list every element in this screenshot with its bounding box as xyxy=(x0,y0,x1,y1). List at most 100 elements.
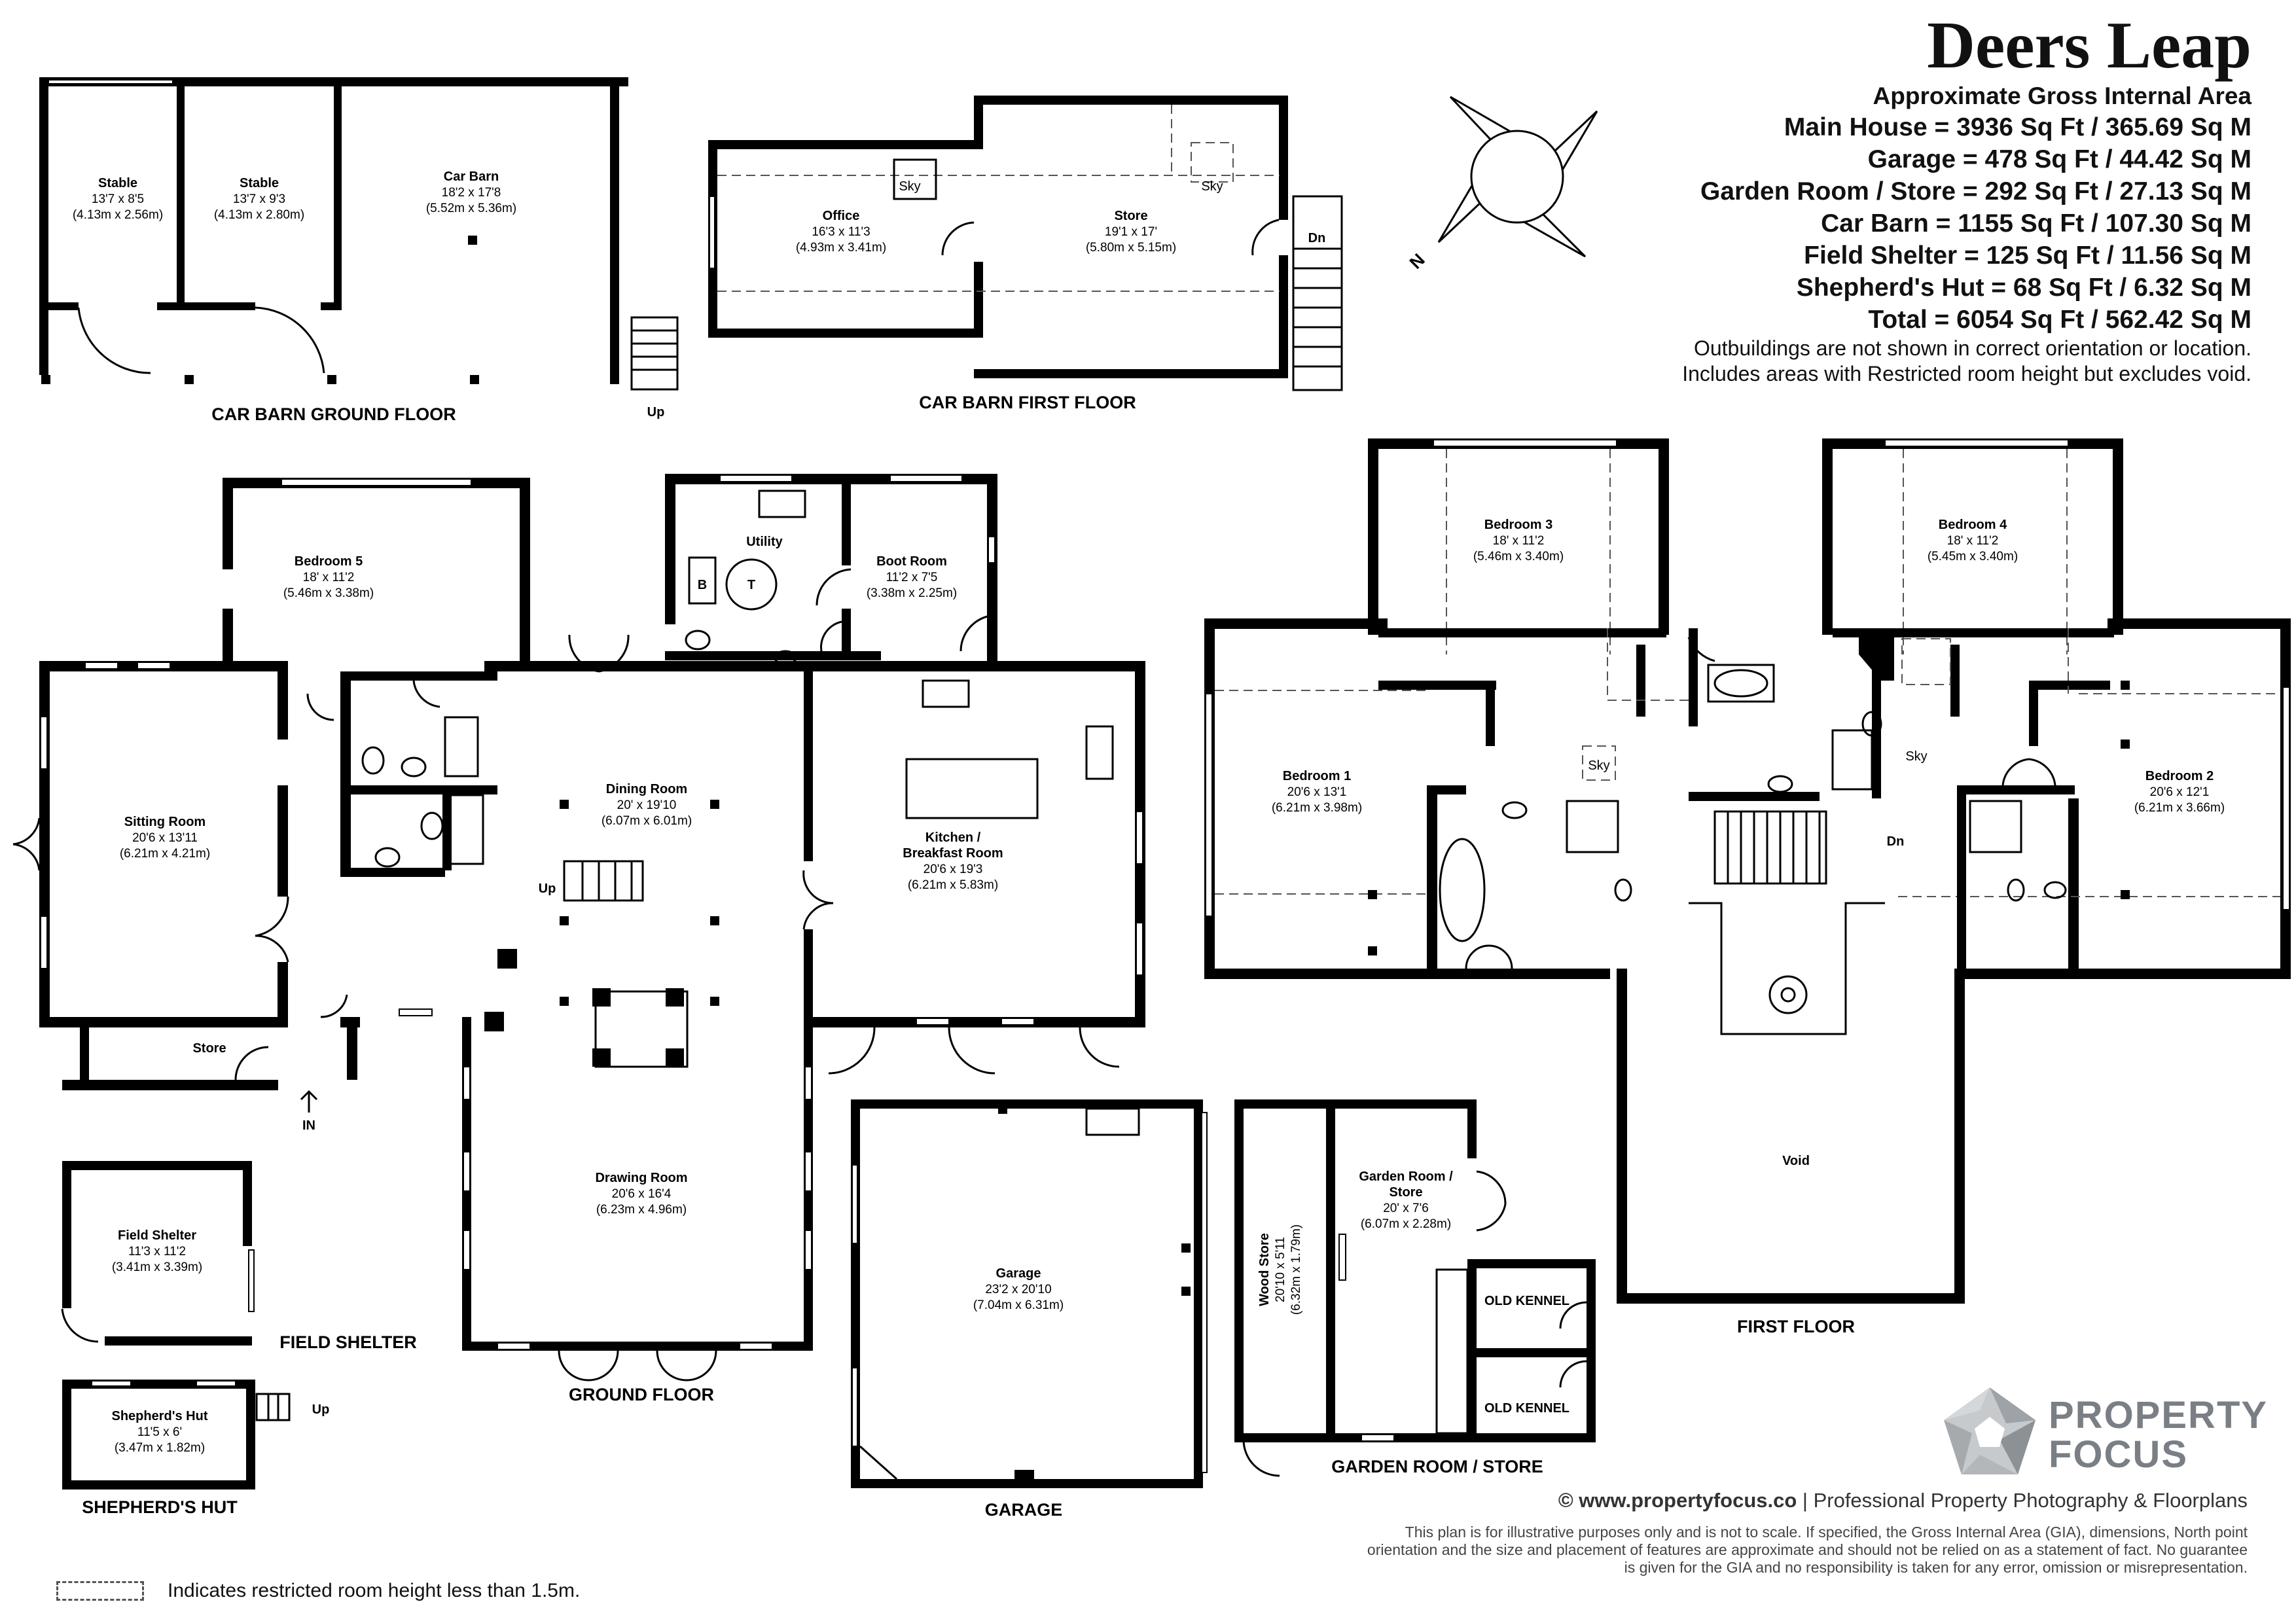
field-shelter-plan xyxy=(61,1161,255,1346)
room-office-metric: (4.93m x 3.41m) xyxy=(796,241,886,255)
room-wood-store-metric: (6.32m x 1.79m) xyxy=(1289,1224,1303,1315)
room-old-kennel-2-name: OLD KENNEL xyxy=(1484,1401,1570,1416)
room-stable-1-imperial: 13'7 x 8'5 xyxy=(92,192,144,206)
room-shepherds-hut-metric: (3.47m x 1.82m) xyxy=(115,1441,205,1455)
room-car-barn-name: Car Barn xyxy=(444,169,499,184)
stair-down-label-first: Dn xyxy=(1887,834,1905,849)
room-bedroom-5-name: Bedroom 5 xyxy=(295,554,363,569)
entrance-in-label: IN xyxy=(302,1118,315,1133)
section-ground-floor: GROUND FLOOR xyxy=(569,1385,714,1404)
brand-logo: PROPERTY FOCUS xyxy=(1941,1384,2267,1479)
room-stable-1-metric: (4.13m x 2.56m) xyxy=(73,208,163,222)
room-barn-store-imperial: 19'1 x 17' xyxy=(1105,225,1157,239)
room-garden-room-imperial: 20' x 7'6 xyxy=(1383,1202,1429,1215)
room-bedroom-1-name: Bedroom 1 xyxy=(1283,769,1351,783)
disclaimer-text: This plan is for illustrative purposes o… xyxy=(1367,1524,2248,1576)
room-bedroom-3-metric: (5.46m x 3.40m) xyxy=(1473,550,1564,563)
room-wood-store-imperial: 20'10 x 5'11 xyxy=(1274,1237,1287,1302)
room-kitchen-metric: (6.21m x 5.83m) xyxy=(908,878,998,892)
section-shepherds-hut: SHEPHERD'S HUT xyxy=(82,1497,238,1517)
room-bedroom-3-name: Bedroom 3 xyxy=(1484,518,1552,532)
shepherds-hut-plan xyxy=(62,1380,291,1489)
room-field-shelter-name: Field Shelter xyxy=(118,1228,196,1243)
room-kitchen-name-line2: Breakfast Room xyxy=(903,846,1003,861)
car-barn-ground-floor xyxy=(39,77,679,391)
room-bedroom-2-metric: (6.21m x 3.66m) xyxy=(2134,801,2225,815)
area-garden-room: Garden Room / Store = 292 Sq Ft / 27.13 … xyxy=(1700,177,2251,205)
room-bedroom-4-name: Bedroom 4 xyxy=(1939,518,2007,532)
room-drawing-room-name: Drawing Room xyxy=(595,1171,687,1185)
room-boot-room-imperial: 11'2 x 7'5 xyxy=(886,571,938,584)
room-barn-store-metric: (5.80m x 5.15m) xyxy=(1086,241,1176,255)
room-garage-imperial: 23'2 x 20'10 xyxy=(985,1283,1051,1296)
room-stable-2-imperial: 13'7 x 9'3 xyxy=(233,192,285,206)
section-car-barn-first: CAR BARN FIRST FLOOR xyxy=(919,393,1136,412)
compass-north-label: N xyxy=(1406,250,1429,273)
skylight-label-bathroom: Sky xyxy=(1588,758,1609,773)
area-main-house: Main House = 3936 Sq Ft / 365.69 Sq M xyxy=(1784,113,2251,141)
room-bedroom-3-imperial: 18' x 11'2 xyxy=(1493,534,1545,548)
ground-floor-plan xyxy=(12,474,1145,1382)
credit-website-link[interactable]: © www.propertyfocus.co xyxy=(1558,1489,1797,1512)
room-boot-room-name: Boot Room xyxy=(876,554,947,569)
area-garage: Garage = 478 Sq Ft / 44.42 Sq M xyxy=(1867,145,2251,173)
room-shepherds-hut-imperial: 11'5 x 6' xyxy=(137,1425,182,1439)
room-car-barn-imperial: 18'2 x 17'8 xyxy=(442,186,501,200)
brand-logo-icon xyxy=(1944,1387,2036,1474)
room-stable-2-name: Stable xyxy=(240,176,279,190)
section-car-barn-ground: CAR BARN GROUND FLOOR xyxy=(211,404,456,424)
entrance-arrow-icon xyxy=(300,1090,318,1113)
room-boot-room-metric: (3.38m x 2.25m) xyxy=(867,586,957,600)
room-bedroom-2-name: Bedroom 2 xyxy=(2145,769,2214,783)
credit-line: © www.propertyfocus.co | Professional Pr… xyxy=(1558,1489,2248,1512)
room-stable-2-metric: (4.13m x 2.80m) xyxy=(214,208,304,222)
room-bedroom-5-metric: (5.46m x 3.38m) xyxy=(283,586,374,600)
room-garage-name: Garage xyxy=(996,1266,1041,1281)
room-utility-name: Utility xyxy=(746,535,783,549)
room-dining-room-metric: (6.07m x 6.01m) xyxy=(601,814,692,828)
room-wood-store-name: Wood Store xyxy=(1257,1233,1272,1306)
car-barn-first-floor xyxy=(708,96,1343,391)
section-first-floor: FIRST FLOOR xyxy=(1737,1317,1855,1336)
restricted-height-swatch xyxy=(56,1581,144,1601)
credit-description: | Professional Property Photography & Fl… xyxy=(1797,1489,2248,1512)
property-title: Deers Leap xyxy=(1927,9,2251,82)
room-bedroom-5-imperial: 18' x 11'2 xyxy=(303,571,355,584)
first-floor-plan xyxy=(1204,438,2291,1304)
section-garage: GARAGE xyxy=(985,1500,1063,1520)
room-car-barn-metric: (5.52m x 5.36m) xyxy=(426,202,516,215)
room-sitting-room-imperial: 20'6 x 13'11 xyxy=(132,831,198,845)
garage-plan xyxy=(851,1099,1208,1488)
appliance-b-label: B xyxy=(698,578,707,592)
room-shepherds-hut-name: Shepherd's Hut xyxy=(112,1409,208,1423)
room-dining-room-name: Dining Room xyxy=(606,782,687,796)
room-garden-room-metric: (6.07m x 2.28m) xyxy=(1361,1217,1451,1231)
skylight-label-office: Sky xyxy=(899,179,920,194)
room-dining-room-imperial: 20' x 19'10 xyxy=(617,798,677,812)
room-garden-room-name-line1: Garden Room / xyxy=(1359,1169,1453,1184)
room-sitting-room-metric: (6.21m x 4.21m) xyxy=(120,847,210,861)
room-bedroom-4-imperial: 18' x 11'2 xyxy=(1947,534,1999,548)
room-void-name: Void xyxy=(1782,1154,1810,1168)
brand-name-line1: PROPERTY xyxy=(2049,1394,2269,1436)
room-bedroom-2-imperial: 20'6 x 12'1 xyxy=(2150,785,2210,799)
stair-up-label-barn: Up xyxy=(647,405,665,419)
stair-up-label-hut: Up xyxy=(312,1402,330,1417)
room-kitchen-imperial: 20'6 x 19'3 xyxy=(924,863,983,876)
legend-text: Indicates restricted room height less th… xyxy=(168,1580,581,1601)
area-shepherds-hut: Shepherd's Hut = 68 Sq Ft / 6.32 Sq M xyxy=(1796,274,2251,302)
appliance-t-label: T xyxy=(747,578,755,592)
room-bedroom-1-metric: (6.21m x 3.98m) xyxy=(1272,801,1362,815)
room-sitting-room-name: Sitting Room xyxy=(124,815,206,829)
area-total: Total = 6054 Sq Ft / 562.42 Sq M xyxy=(1868,306,2251,334)
room-stable-1-name: Stable xyxy=(98,176,137,190)
stair-up-label-ground: Up xyxy=(539,882,556,896)
room-field-shelter-metric: (3.41m x 3.39m) xyxy=(112,1260,202,1274)
area-field-shelter: Field Shelter = 125 Sq Ft / 11.56 Sq M xyxy=(1804,241,2251,270)
area-car-barn: Car Barn = 1155 Sq Ft / 107.30 Sq M xyxy=(1821,209,2251,238)
room-bedroom-4-metric: (5.45m x 3.40m) xyxy=(1928,550,2018,563)
room-barn-store-name: Store xyxy=(1114,209,1147,223)
room-field-shelter-imperial: 11'3 x 11'2 xyxy=(128,1245,186,1258)
room-office-name: Office xyxy=(823,209,860,223)
